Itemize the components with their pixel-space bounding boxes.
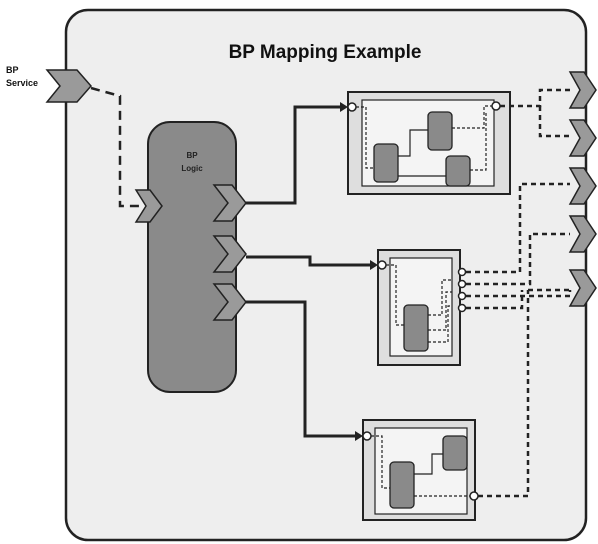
- output-chevron-3: [568, 167, 597, 205]
- logic-input-chevron: [134, 189, 163, 223]
- output-chevron-4: [568, 215, 597, 253]
- sub1-activity-c: [445, 155, 471, 187]
- service-to-logic-line: [90, 86, 142, 208]
- logic-label-line2: Logic: [181, 164, 203, 173]
- sub2-activity-a: [403, 304, 429, 352]
- logic-output-chevron-2: [212, 235, 247, 273]
- output-chevron-5: [568, 269, 597, 307]
- output-connectors: [466, 88, 572, 498]
- sub-process-2: [377, 249, 467, 366]
- bp-logic-block: [147, 121, 237, 393]
- logic-to-sub1-line: [246, 105, 340, 205]
- logic-to-sub3-line: [246, 300, 355, 438]
- logic-to-sub2-line: [246, 255, 370, 267]
- sub2-arrowhead: [370, 260, 378, 270]
- logic-output-chevron-1: [212, 184, 247, 222]
- logic-label-line1: BP: [186, 151, 198, 160]
- output-chevron-2: [568, 119, 597, 157]
- sub3-activity-b: [442, 435, 468, 471]
- sub1-activity-a: [373, 143, 399, 183]
- diagram-title: BP Mapping Example: [229, 42, 422, 63]
- logic-output-chevron-3: [212, 283, 247, 321]
- service-label-line1: BP: [6, 65, 19, 75]
- output-chevron-1: [568, 71, 597, 109]
- service-port-chevron: [45, 69, 92, 103]
- service-label-line2: Service: [6, 78, 38, 88]
- main-frame: [64, 8, 588, 542]
- sub1-activity-b: [427, 111, 453, 151]
- sub-process-1: [347, 91, 511, 195]
- sub-process-3: [362, 419, 479, 521]
- sub1-arrowhead: [340, 102, 348, 112]
- sub3-activity-a: [389, 461, 415, 509]
- sub3-arrowhead: [355, 431, 363, 441]
